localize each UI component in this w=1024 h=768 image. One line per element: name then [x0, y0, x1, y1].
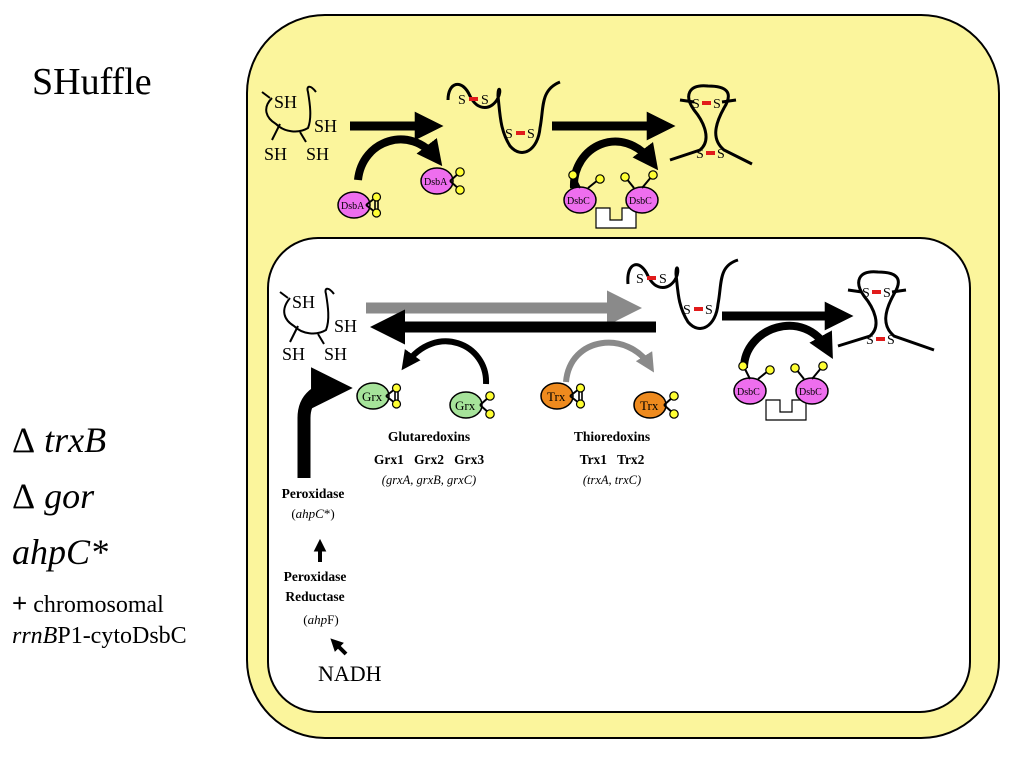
arrow-cyto-dsbc-curve — [740, 321, 833, 369]
svg-text:Glutaredoxins: Glutaredoxins — [388, 429, 470, 444]
svg-text:Trx1 Trx2: Trx1 Trx2 — [580, 452, 645, 467]
grx-reduced: Grx — [449, 390, 496, 420]
trx-oxidized: Trx — [540, 382, 586, 410]
svg-text:Peroxidase: Peroxidase — [284, 569, 347, 584]
svg-text:S: S — [527, 127, 535, 142]
svg-text:Reductase: Reductase — [285, 589, 344, 604]
svg-text:SH: SH — [314, 116, 337, 136]
svg-text:(ahpF): (ahpF) — [303, 612, 338, 627]
svg-text:Grx: Grx — [362, 389, 383, 404]
svg-text:DsbC: DsbC — [799, 387, 822, 398]
svg-text:S: S — [683, 303, 691, 318]
svg-text:DsbC: DsbC — [629, 196, 652, 207]
svg-text:Thioredoxins: Thioredoxins — [574, 429, 650, 444]
svg-text:S: S — [866, 333, 874, 348]
arrow-nadh-to-reductase — [330, 638, 348, 656]
glutaredoxins-label: Glutaredoxins Grx1 Grx2 Grx3 (grxA, grxB… — [374, 429, 484, 487]
svg-text:Trx: Trx — [640, 398, 659, 413]
trx-reduced: Trx — [633, 390, 680, 420]
periplasm-native-protein: S S S S — [669, 84, 753, 166]
cytoplasm-compartment — [267, 237, 971, 713]
svg-text:S: S — [458, 93, 466, 108]
svg-text:SH: SH — [264, 144, 287, 164]
grx-oxidized: Grx — [356, 382, 402, 410]
arrow-grx-cycle — [401, 338, 490, 385]
dsba-oxidized: DsbA — [337, 191, 382, 219]
svg-text:SH: SH — [282, 344, 305, 364]
mutation-ahpC: ahpC* — [12, 532, 108, 572]
svg-text:DsbA: DsbA — [341, 201, 365, 212]
svg-text:(ahpC*): (ahpC*) — [291, 506, 334, 521]
title: SHuffle — [32, 61, 152, 103]
mutation-cytodsbc: rrnBP1-cytoDsbC — [12, 623, 187, 649]
svg-text:S: S — [887, 333, 895, 348]
mutation-trxB: Δ trxB — [12, 420, 106, 460]
mutation-chromosomal: + chromosomal — [12, 588, 164, 618]
mutation-gor: Δ gor — [12, 476, 95, 516]
svg-text:S: S — [705, 303, 713, 318]
arrow-peroxidase-to-grx — [297, 367, 353, 478]
svg-text:S: S — [862, 286, 870, 301]
cytoplasm-misfolded-protein: S S S S — [626, 258, 739, 330]
cytoplasm-native-protein: S S S S — [837, 270, 935, 352]
svg-text:DsbC: DsbC — [737, 387, 760, 398]
svg-text:SH: SH — [292, 292, 315, 312]
svg-text:S: S — [717, 147, 725, 162]
svg-text:Trx: Trx — [547, 389, 566, 404]
svg-text:S: S — [696, 147, 704, 162]
arrow-dsba-curve — [354, 135, 443, 181]
dsbc-dimer-cytoplasm: DsbC DsbC — [733, 361, 829, 421]
arrow-trx-cycle — [563, 339, 655, 383]
svg-text:S: S — [713, 97, 721, 112]
svg-text:SH: SH — [306, 144, 329, 164]
svg-text:S: S — [505, 127, 513, 142]
svg-text:SH: SH — [274, 92, 297, 112]
svg-text:SH: SH — [324, 344, 347, 364]
cytoplasm-reduced-protein: SH SH SH SH — [279, 287, 357, 364]
svg-text:SH: SH — [334, 316, 357, 336]
periplasm-misfolded-protein: S S S S — [446, 80, 561, 154]
dsba-reduced: DsbA — [420, 166, 466, 196]
svg-text:S: S — [659, 272, 667, 287]
thioredoxins-label: Thioredoxins Trx1 Trx2 (trxA, trxC) — [574, 429, 650, 487]
svg-text:S: S — [692, 97, 700, 112]
peroxidase-reductase-label: Peroxidase Reductase (ahpF) — [284, 569, 347, 627]
svg-text:DsbA: DsbA — [424, 177, 448, 188]
periplasm-reduced-protein: SH SH SH SH — [261, 85, 337, 164]
peroxidase-label: Peroxidase (ahpC*) — [282, 486, 345, 521]
svg-text:S: S — [883, 286, 891, 301]
svg-text:Grx: Grx — [455, 398, 476, 413]
svg-text:S: S — [481, 93, 489, 108]
mutation-list: Δ trxB Δ gor ahpC* + chromosomal rrnBP1-… — [12, 420, 187, 649]
svg-text:Peroxidase: Peroxidase — [282, 486, 345, 501]
nadh-label: NADH — [318, 661, 382, 686]
svg-text:S: S — [636, 272, 644, 287]
svg-text:(trxA, trxC): (trxA, trxC) — [583, 473, 641, 487]
dsbc-dimer-periplasm: DsbC DsbC — [563, 170, 659, 229]
svg-text:Grx1 Grx2 Grx3: Grx1 Grx2 Grx3 — [374, 452, 484, 467]
svg-text:(grxA, grxB, grxC): (grxA, grxB, grxC) — [382, 473, 476, 487]
svg-text:DsbC: DsbC — [567, 196, 590, 207]
